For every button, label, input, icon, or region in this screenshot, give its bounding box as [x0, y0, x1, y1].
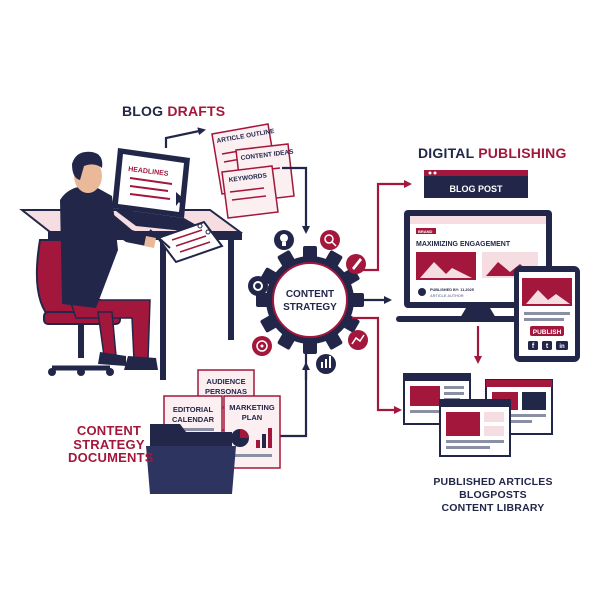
label-csd-line1: CONTENT: [76, 423, 142, 438]
gear-icon-ring: [248, 230, 368, 374]
blog-post-window: BLOG POST: [424, 170, 528, 198]
monitor-headline: MAXIMIZING ENGAGEMENT: [416, 241, 511, 248]
search-icon: [320, 230, 340, 250]
person-writer: [60, 151, 158, 370]
label-csd-line2: STRATEGY: [73, 436, 145, 452]
notebook: [149, 220, 224, 264]
twitter-glyph: t: [546, 343, 549, 350]
gear-small-icon: [248, 276, 268, 296]
folder-icon: [146, 424, 236, 494]
label-blog-drafts-prefix: BLOG: [122, 103, 164, 119]
label-published-articles: PUBLISHED ARTICLES: [433, 476, 553, 488]
label-blogposts: BLOGPOSTS: [459, 489, 527, 502]
monitor-tag: BRAND: [418, 229, 433, 234]
laptop: HEADLINES: [112, 148, 212, 234]
content-strategy-gear: CONTENT STRATEGY: [256, 246, 364, 354]
published-pages-stack: [403, 373, 553, 457]
label-digital-accent: PUBLISHING: [478, 145, 567, 161]
label-content-strategy-documents: CONTENT STRATEGY DOCUMENTS: [68, 423, 154, 466]
doc-marketing-plan: MARKETING PLAN: [223, 395, 281, 469]
twitter-icon[interactable]: [542, 341, 552, 350]
gear-label-line1: CONTENT: [286, 289, 334, 300]
label-digital-prefix: DIGITAL: [418, 145, 475, 161]
tablet-device: PUBLISH f t in: [514, 266, 580, 362]
draft-notes-stack: ARTICLE OUTLINE CONTENT IDEAS KEYWORDS: [211, 123, 295, 219]
facebook-glyph: f: [532, 343, 535, 350]
publish-button[interactable]: [530, 326, 564, 336]
gear-label-line2: STRATEGY: [283, 302, 337, 313]
label-blog-drafts: BLOG DRAFTS: [122, 104, 225, 119]
laptop-headline-text: HEADLINES: [128, 166, 169, 178]
bar-chart-icon: [316, 354, 336, 374]
linkedin-glyph: in: [559, 344, 565, 350]
blog-post-bar-text: BLOG POST: [449, 184, 503, 194]
label-content-library: CONTENT LIBRARY: [441, 502, 545, 515]
linkedin-icon[interactable]: [556, 341, 568, 350]
label-digital-publishing: DIGITAL PUBLISHING: [418, 146, 567, 161]
facebook-icon[interactable]: [528, 341, 538, 350]
doc-editorial-line2: CALENDAR: [172, 415, 215, 424]
doc-audience-line2: PERSONAS: [205, 387, 247, 396]
note-keywords: KEYWORDS: [228, 172, 268, 184]
pie-chart-icon: [231, 429, 249, 447]
trend-chart-icon: [348, 330, 368, 350]
page-thumb-3: [439, 399, 511, 457]
flow-arrows: [164, 127, 482, 438]
target-icon: [252, 336, 272, 356]
doc-marketing-line1: MARKETING: [229, 403, 275, 412]
doc-audience-line1: AUDIENCE: [206, 377, 245, 386]
label-published-outputs: PUBLISHED ARTICLES BLOGPOSTS CONTENT LIB…: [418, 476, 568, 515]
strategy-documents: AUDIENCE PERSONAS MARKETING PLAN EDITORI…: [146, 369, 281, 494]
publish-button-label: PUBLISH: [533, 329, 562, 336]
monitor-author-line2: ARTICLE AUTHOR: [430, 294, 464, 298]
monitor-author-line1: PUBLISHED BY: 11.2025: [430, 288, 474, 292]
label-blog-drafts-accent: DRAFTS: [167, 103, 226, 119]
label-csd-line3: DOCUMENTS: [68, 450, 154, 466]
lightbulb-icon: [274, 230, 294, 250]
doc-editorial-line1: EDITORIAL: [173, 405, 214, 414]
doc-marketing-line2: PLAN: [242, 413, 262, 422]
